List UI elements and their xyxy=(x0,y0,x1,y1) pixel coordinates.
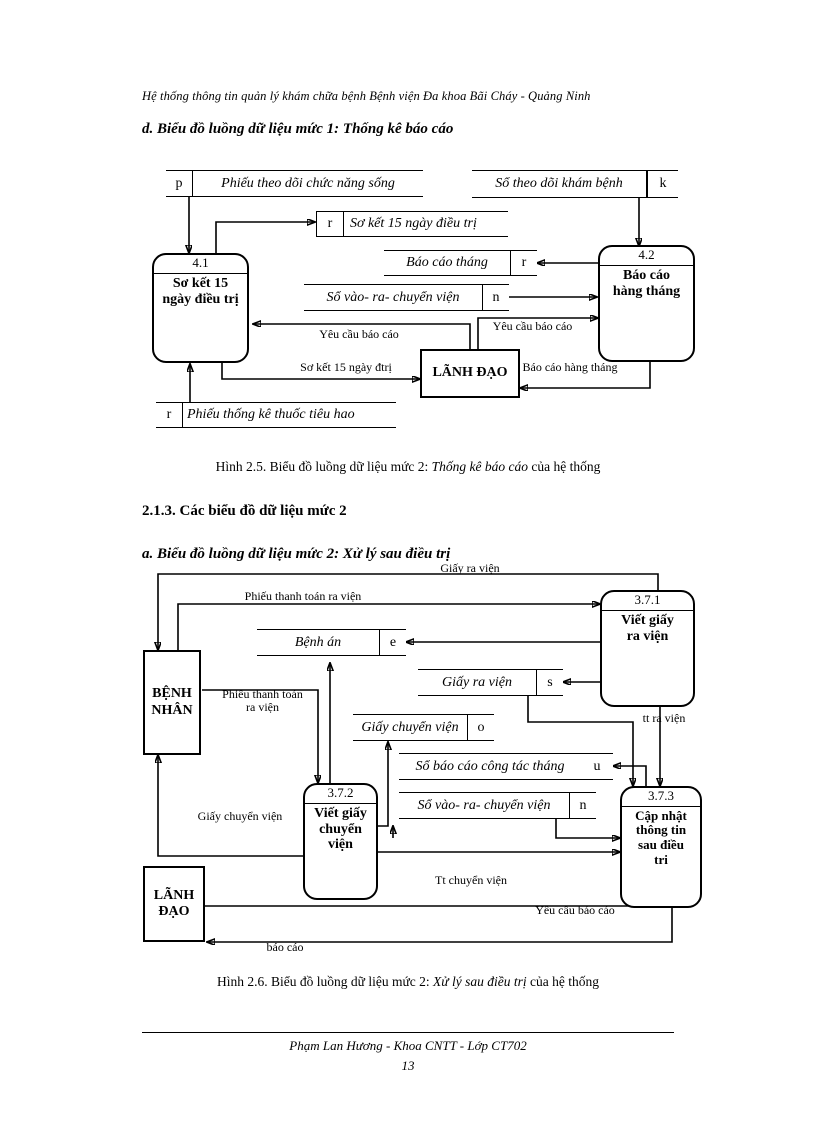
caption-emphasis: Thống kê báo cáo xyxy=(431,459,528,474)
caption-figure-2-5: Hình 2.5. Biểu đồ luồng dữ liệu mức 2: T… xyxy=(0,459,816,475)
store-tag: k xyxy=(646,171,678,197)
footer-divider xyxy=(142,1032,674,1033)
store-so-vao-ra-chuyen-vien: Sổ vào- ra- chuyển viện n xyxy=(304,284,509,311)
running-head: Hệ thống thông tin quản lý khám chữa bện… xyxy=(142,89,591,103)
caption-prefix: Hình 2.5. Biểu đồ luồng dữ liệu mức 2: xyxy=(215,459,432,474)
entity-lanh-dao: LÃNH ĐẠO xyxy=(420,349,520,398)
process-name: Viết giấy ra viện xyxy=(621,612,674,644)
store-giay-chuyen-vien: Giấy chuyển viện o xyxy=(353,714,494,741)
store-benh-an: Bệnh án e xyxy=(257,629,406,656)
footer-page-number: 13 xyxy=(401,1058,415,1073)
store-so-theo-doi-kham-benh: Sổ theo dõi khám bệnh k xyxy=(472,170,678,198)
store-so-vao-ra-chuyen-vien-2: Sổ vào- ra- chuyển viện n xyxy=(399,792,596,819)
heading-section-2-1-3: 2.1.3. Các biểu đồ dữ liệu mức 2 xyxy=(142,503,347,519)
process-3-7-1-viet-giay-ra-vien: 3.7.1 Viết giấy ra viện xyxy=(600,590,695,707)
store-tag: e xyxy=(379,630,406,655)
caption-suffix: của hệ thống xyxy=(526,974,599,989)
caption-figure-2-6: Hình 2.6. Biểu đồ luồng dữ liệu mức 2: X… xyxy=(0,974,816,990)
process-id: 4.1 xyxy=(154,255,247,274)
caption-prefix: Hình 2.6. Biểu đồ luồng dữ liệu mức 2: xyxy=(217,974,434,989)
flow-label-bao-cao-hang-thang: Báo cáo hàng tháng xyxy=(522,360,618,374)
process-name: Viết giấy chuyển viện xyxy=(314,805,367,853)
store-label: Giấy ra viện xyxy=(442,674,512,690)
entity-lanh-dao-2: LÃNH ĐẠO xyxy=(143,866,205,942)
process-name: Báo cáo hàng tháng xyxy=(612,267,681,299)
process-id: 4.2 xyxy=(600,247,693,266)
store-tag: r xyxy=(510,251,537,275)
heading-section-a: a. Biểu đồ luồng dữ liệu mức 2: Xử lý sa… xyxy=(142,546,451,562)
flow-label-phieu-thanh-toan-ra-vien: Phiếu thanh toán ra viện xyxy=(244,589,362,603)
process-3-7-3-cap-nhat-thong-tin-sau-dieu-tri: 3.7.3 Cập nhật thông tin sau điều tri xyxy=(620,786,702,908)
store-phieu-thong-ke-thuoc-tieu-hao: r Phiếu thống kê thuốc tiêu hao xyxy=(156,402,396,428)
caption-suffix: của hệ thống xyxy=(528,459,601,474)
process-4-1-so-ket-15-ngay-dieu-tri: 4.1 Sơ kết 15 ngày điều trị xyxy=(152,253,249,363)
diagram-dfd-level2-xu-ly-sau-dieu-tri: BỆNH NHÂN LÃNH ĐẠO 3.7.1 Viết giấy ra vi… xyxy=(143,561,702,954)
store-tag: n xyxy=(482,285,509,310)
store-tag: r xyxy=(316,212,344,236)
flow-label-yeu-cau-bao-cao-3: Yêu cầu báo cáo xyxy=(535,903,615,917)
entity-benh-nhan: BỆNH NHÂN xyxy=(143,650,201,755)
store-tag: u xyxy=(593,758,601,774)
process-id: 3.7.2 xyxy=(305,785,376,804)
store-so-ket-15-ngay-dieu-tri: r Sơ kết 15 ngày điều trị xyxy=(316,211,508,237)
process-4-2-bao-cao-hang-thang: 4.2 Báo cáo hàng tháng xyxy=(598,245,695,362)
store-label: Phiếu theo dõi chức năng sống xyxy=(221,175,395,191)
store-so-bao-cao-cong-tac-thang: Sổ báo cáo công tác tháng u xyxy=(399,753,613,780)
process-id: 3.7.1 xyxy=(602,592,693,611)
process-3-7-2-viet-giay-chuyen-vien: 3.7.2 Viết giấy chuyển viện xyxy=(303,783,378,900)
store-tag: p xyxy=(166,171,193,196)
process-name: Cập nhật thông tin sau điều tri xyxy=(635,807,687,867)
store-label: Giấy chuyển viện xyxy=(361,719,459,735)
store-giay-ra-vien: Giấy ra viện s xyxy=(418,669,563,696)
flow-label-tt-ra-vien: tt ra viện xyxy=(642,711,686,725)
process-id: 3.7.3 xyxy=(622,788,700,807)
store-label: Sơ kết 15 ngày điều trị xyxy=(350,216,477,232)
store-bao-cao-thang: Báo cáo tháng r xyxy=(384,250,537,276)
store-label: Báo cáo tháng xyxy=(406,255,488,271)
caption-emphasis: Xử lý sau điều trị xyxy=(433,974,527,989)
store-tag: r xyxy=(156,403,183,427)
flow-label-bao-cao: báo cáo xyxy=(266,940,304,954)
flow-label-tt-chuyen-vien: Tt chuyển viện xyxy=(435,873,507,887)
store-label: Sổ báo cáo công tác tháng xyxy=(415,758,565,774)
footer-author: Phạm Lan Hương - Khoa CNTT - Lớp CT702 xyxy=(289,1038,527,1053)
store-tag: n xyxy=(569,793,596,818)
flow-label-yeu-cau-bao-cao-2: Yêu cầu báo cáo xyxy=(492,319,573,333)
process-name: Sơ kết 15 ngày điều trị xyxy=(162,275,239,307)
store-label: Phiếu thống kê thuốc tiêu hao xyxy=(187,407,355,423)
heading-section-d: d. Biểu đồ luồng dữ liệu mức 1: Thống kê… xyxy=(142,121,454,137)
store-tag: s xyxy=(536,670,563,695)
store-phieu-theo-doi-chuc-nang-song: p Phiếu theo dõi chức năng sống xyxy=(166,170,423,197)
flow-label-phieu-thanh-toan-ra-vien-2: Phiếu thanh toán ra viện xyxy=(222,687,303,715)
store-label: Sổ theo dõi khám bệnh xyxy=(495,176,623,192)
store-label: Bệnh án xyxy=(294,634,342,650)
flow-label-giay-chuyen-vien: Giấy chuyển viện xyxy=(197,809,283,823)
flow-label-so-ket-15-ngay-dtri: Sơ kết 15 ngày đtrị xyxy=(300,360,392,374)
store-tag: o xyxy=(467,715,494,740)
store-label: Sổ vào- ra- chuyển viện xyxy=(417,797,551,813)
flow-label-yeu-cau-bao-cao-1: Yêu cầu báo cáo xyxy=(319,327,399,341)
store-label: Sổ vào- ra- chuyển viện xyxy=(326,289,460,305)
diagram-dfd-level1-thong-ke-bao-cao: p Phiếu theo dõi chức năng sống Sổ theo … xyxy=(0,0,816,450)
flow-label-giay-ra-vien: Giấy ra viện xyxy=(440,561,500,575)
